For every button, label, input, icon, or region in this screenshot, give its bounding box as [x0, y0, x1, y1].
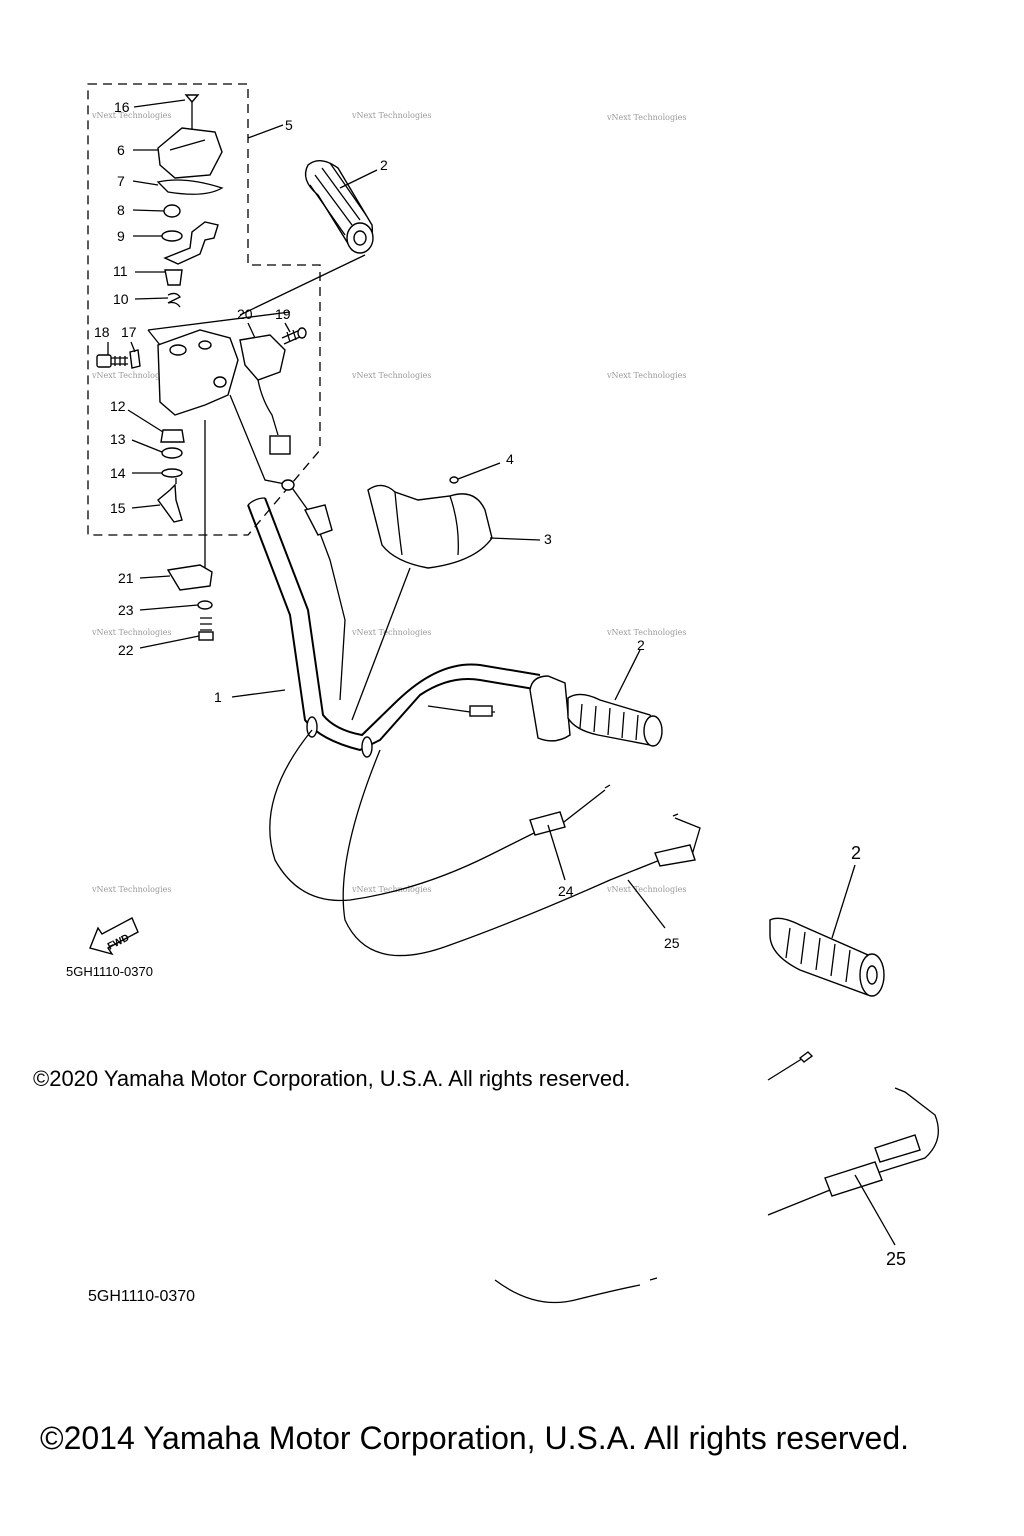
callout-25: 25: [664, 935, 680, 951]
callout-3: 3: [544, 531, 552, 547]
part-3-handlebar-pad: [367, 484, 493, 569]
watermark: vNext Technologies: [91, 628, 171, 637]
watermark: vNext Technologies: [351, 111, 431, 120]
part-2-grip-top: [304, 160, 374, 254]
callout-5: 5: [285, 117, 293, 133]
watermark: vNext Technologies: [606, 628, 686, 637]
part-19-screw: [281, 327, 307, 345]
part-16-screw: [184, 94, 200, 130]
callout-11: 11: [113, 263, 128, 279]
part-17-clip: [129, 349, 141, 369]
inset-cables: 25: [494, 1051, 939, 1304]
callout-2-right: 2: [637, 637, 645, 653]
watermark: vNext Technologies: [351, 885, 431, 894]
callout-6: 6: [117, 142, 125, 158]
callout-20: 20: [237, 306, 253, 322]
callout-8: 8: [117, 202, 125, 218]
leader-line: [351, 567, 411, 721]
callout-7: 7: [117, 173, 125, 189]
callout-9: 9: [117, 228, 125, 244]
part-18-screw: [96, 354, 128, 368]
part-7-gasket: [156, 179, 224, 195]
callout-23: 23: [118, 602, 134, 618]
callouts: 16 6 7 8 9 11 10 18 17 20 19 12 13 14 15…: [94, 99, 680, 951]
watermark: vNext Technologies: [606, 371, 686, 380]
watermark: vNext Technologies: [606, 885, 686, 894]
part-25-cable: [342, 749, 701, 957]
fwd-arrow-icon: FWD: [89, 917, 139, 956]
part-23-washer: [197, 600, 213, 610]
part-24-cable: [269, 729, 606, 902]
part-9-bracket: [163, 221, 219, 265]
part-9-washer: [161, 230, 183, 242]
connector: [269, 435, 291, 455]
callout-15: 15: [110, 500, 126, 516]
watermark: vNext Technologies: [351, 628, 431, 637]
leader-line: [239, 254, 366, 316]
part-8-nut: [163, 204, 181, 218]
callout-10: 10: [113, 291, 129, 307]
part-15-shaft: [157, 483, 183, 523]
part-20-throttle-housing: [239, 334, 286, 381]
callout-14: 14: [110, 465, 126, 481]
callout-13: 13: [110, 431, 126, 447]
watermark: vNext Technologies: [351, 371, 431, 380]
part-2-grip-right: [529, 675, 663, 747]
callout-18: 18: [94, 324, 110, 340]
leader-lines: [107, 99, 666, 929]
callout-17: 17: [121, 324, 137, 340]
assembly-boundary: [87, 83, 321, 536]
callout-12: 12: [110, 398, 126, 414]
copyright-2020: ©2020 Yamaha Motor Corporation, U.S.A. A…: [33, 1066, 631, 1091]
callout-19: 19: [275, 306, 291, 322]
watermark: vNext Technologies: [91, 885, 171, 894]
diagram-code: 5GH1110-0370: [66, 964, 153, 979]
watermark: vNext Technologies: [606, 113, 686, 122]
inset-callout-2: 2: [851, 843, 861, 863]
part-21-clamp: [166, 564, 213, 591]
callout-1: 1: [214, 689, 222, 705]
callout-22: 22: [118, 642, 134, 658]
callout-16: 16: [114, 99, 130, 115]
part-14-washer: [161, 468, 183, 478]
callout-21: 21: [118, 570, 134, 586]
inset-grip: 2: [769, 843, 885, 997]
switch-housing: [157, 329, 239, 416]
callout-4: 4: [506, 451, 514, 467]
callout-24: 24: [558, 883, 574, 899]
part-11-bushing: [164, 269, 183, 286]
part-13-washer: [161, 447, 183, 459]
part-4-rivet: [449, 476, 459, 484]
watermarks: vNext Technologies vNext Technologies vN…: [91, 111, 686, 894]
part-12-boot: [160, 429, 185, 443]
part-6-cover: [157, 127, 223, 179]
callout-2: 2: [380, 157, 388, 173]
part-22-bolt: [198, 617, 214, 641]
watermark: vNext Technologies: [91, 371, 171, 380]
watermark: vNext Technologies: [91, 111, 171, 120]
copyright-2014: ©2014 Yamaha Motor Corporation, U.S.A. A…: [40, 1420, 910, 1456]
inset-callout-25: 25: [886, 1249, 906, 1269]
diagram-code-inset: 5GH1110-0370: [88, 1288, 195, 1305]
part-10-spring: [167, 292, 181, 308]
leader-line: [147, 311, 291, 331]
